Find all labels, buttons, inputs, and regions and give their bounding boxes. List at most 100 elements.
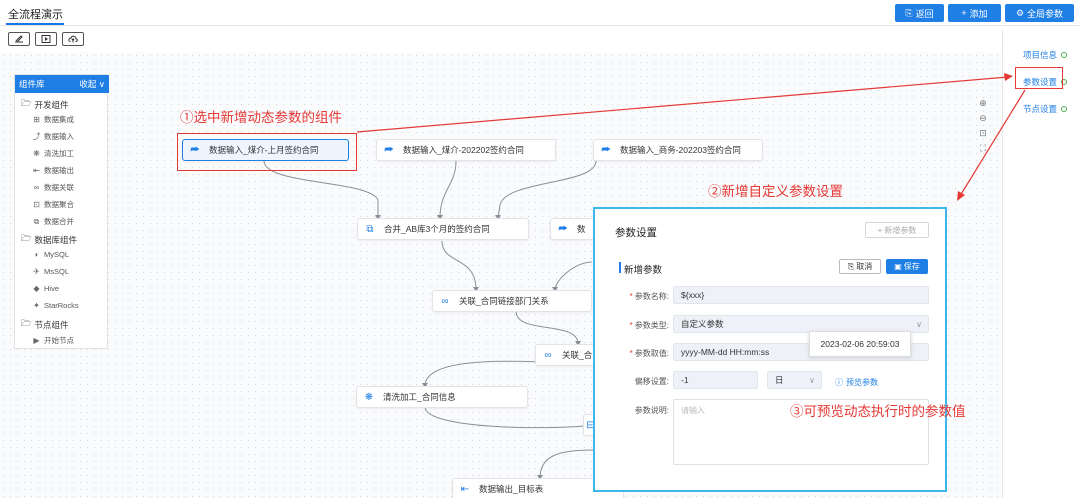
node-clean[interactable]: ❋清洗加工_合同信息: [356, 386, 528, 408]
lib-item-hive[interactable]: ◆ Hive: [32, 284, 59, 293]
status-dot: [1061, 52, 1068, 58]
lib-item-data-merge[interactable]: ⧉ 数据合并: [32, 216, 74, 227]
starrocks-icon: ✦: [33, 301, 40, 310]
global-params-button[interactable]: ⚙ 全局参数: [1005, 4, 1074, 22]
collapse-button[interactable]: 收起 ∨: [79, 78, 105, 90]
label-text: 偏移设置:: [634, 377, 669, 386]
lib-item-data-aggregate[interactable]: ⊡数据聚合: [32, 199, 74, 210]
lib-item-data-integration[interactable]: ⊞ 数据集成: [32, 114, 74, 125]
lib-item-mssql[interactable]: ✈MsSQL: [32, 267, 69, 276]
lib-item-label: 数据输入: [44, 132, 74, 141]
node-label: 关联_合: [562, 350, 593, 360]
lib-item-label: 清洗加工: [44, 149, 74, 158]
integration-icon: ⊞: [33, 115, 40, 124]
canvas-toolbar: [8, 32, 84, 48]
component-library: 组件库 收起 ∨ 🗁开发组件 ⊞ 数据集成 ⤴数据输入 ❋ 清洗加工 ⇤数据输出 ∞…: [14, 74, 109, 349]
edit-icon[interactable]: [8, 32, 30, 46]
lib-item-data-output[interactable]: ⇤数据输出: [32, 165, 74, 176]
panel-item-project-info[interactable]: 项目信息: [1023, 49, 1068, 61]
component-library-title: 组件库: [19, 79, 45, 89]
param-type-select[interactable]: 自定义参数 ∨: [673, 315, 929, 333]
node-merge[interactable]: ⧉合并_AB库3个月的签约合同: [357, 218, 529, 240]
output-icon: ⇤: [460, 483, 470, 495]
title-tab-indicator: [6, 23, 64, 25]
offset-input[interactable]: -1: [673, 371, 758, 389]
lib-item-label: Hive: [44, 284, 60, 293]
desc-label: 参数说明:: [591, 405, 669, 416]
lib-item-start-node[interactable]: ▶开始节点: [32, 335, 74, 346]
hive-icon: ◆: [33, 284, 40, 293]
back-button[interactable]: ⎘ 返回: [895, 4, 944, 22]
lib-item-label: 数据集成: [44, 115, 74, 124]
cancel-button[interactable]: ⎘取消: [839, 259, 881, 274]
fit-view-icon[interactable]: ⊡: [979, 127, 987, 138]
cleaning-icon: ❋: [33, 149, 40, 158]
node-partial[interactable]: ⮫数: [550, 218, 600, 240]
add-button[interactable]: + 添加: [948, 4, 1001, 22]
lib-item-cleaning[interactable]: ❋ 清洗加工: [32, 148, 74, 159]
edge-merge-join1: [441, 240, 477, 291]
input-icon: ⮫: [190, 144, 200, 156]
node-input-2[interactable]: ⮫数据输入_煤介-202202签约合同: [376, 139, 556, 161]
node-label: 合并_AB库3个月的签约合同: [384, 224, 490, 234]
node-join-1[interactable]: ∞关联_合同链接部门关系: [432, 290, 592, 312]
aggregate-icon: ⊡: [33, 200, 40, 209]
lib-item-data-input[interactable]: ⤴数据输入: [32, 131, 75, 142]
chevron-down-icon: ∨: [809, 375, 815, 385]
gear-icon: ⚙: [1015, 7, 1025, 18]
lib-item-label: 数据合并: [44, 217, 74, 226]
highlight-box-param-settings: [1015, 67, 1063, 89]
edge-input2-merge: [439, 160, 457, 219]
panel-item-node-settings[interactable]: 节点设置: [1023, 103, 1068, 115]
node-label: 数据输入_商务-202203签约合同: [620, 145, 741, 155]
cancel-icon: ⎘: [847, 261, 855, 271]
param-type-label: *参数类型:: [629, 321, 669, 330]
param-value-value: yyyy-MM-dd HH:mm:ss: [681, 347, 770, 357]
param-name-input[interactable]: ${xxx}: [673, 286, 929, 304]
label-text: 参数取值:: [634, 349, 669, 358]
desc-textarea[interactable]: 请输入: [673, 399, 929, 465]
flow-canvas[interactable]: [0, 52, 1002, 498]
group-label: 节点组件: [34, 320, 69, 330]
panel-item-label: 项目信息: [1023, 50, 1058, 60]
save-button[interactable]: ▣保存: [886, 259, 928, 274]
publish-icon[interactable]: [62, 32, 84, 46]
offset-unit-select[interactable]: 日∨: [767, 371, 822, 389]
mysql-icon: ◗: [34, 250, 39, 259]
add-button-label: 添加: [969, 8, 988, 19]
node-input-3[interactable]: ⮫ 数据输入_商务-202203签约合同: [593, 139, 763, 161]
folder-icon: 🗁: [21, 98, 32, 108]
global-params-label: 全局参数: [1027, 8, 1064, 19]
run-icon[interactable]: [35, 32, 57, 46]
group-node-components[interactable]: 🗁节点组件: [21, 318, 69, 332]
group-database-components[interactable]: 🗁数据库组件: [21, 233, 77, 247]
node-input-1[interactable]: ⮫数据输入_煤介-上月签约合同: [182, 139, 349, 161]
group-dev-components[interactable]: 🗁开发组件: [21, 98, 69, 112]
panel-item-param-settings[interactable]: 参数设置: [1023, 76, 1068, 88]
label-text: 参数名称:: [634, 292, 669, 301]
lib-item-starrocks[interactable]: ✦StarRocks: [32, 301, 78, 310]
folder-icon: 🗁: [21, 233, 32, 243]
zoom-in-icon[interactable]: ⊕: [979, 97, 987, 108]
output-icon: ⇤: [33, 166, 40, 175]
back-button-label: 返回: [915, 8, 934, 19]
lib-item-mysql[interactable]: ◗MySQL: [32, 250, 69, 259]
zoom-out-icon[interactable]: ⊖: [979, 112, 987, 123]
node-label: 数据输入_煤介-202202签约合同: [403, 145, 524, 155]
lib-item-data-join[interactable]: ∞数据关联: [32, 182, 74, 193]
node-label: 数据输出_目标表: [479, 484, 544, 494]
status-dot: [1061, 79, 1068, 85]
add-param-button[interactable]: +新增参数: [865, 222, 929, 238]
input-icon: ⮫: [558, 223, 568, 235]
param-type-value: 自定义参数: [681, 319, 724, 329]
merge-icon: ⧉: [33, 216, 40, 226]
plus-icon: +: [877, 225, 883, 235]
folder-icon: 🗁: [21, 318, 32, 328]
lib-item-label: 数据关联: [44, 183, 74, 192]
plus-icon: +: [961, 8, 967, 18]
chevron-down-icon: ∨: [916, 319, 922, 329]
fullscreen-icon[interactable]: ⛶: [979, 142, 987, 153]
input-icon: ⮫: [601, 144, 611, 156]
param-value-label: *参数取值:: [629, 349, 669, 358]
